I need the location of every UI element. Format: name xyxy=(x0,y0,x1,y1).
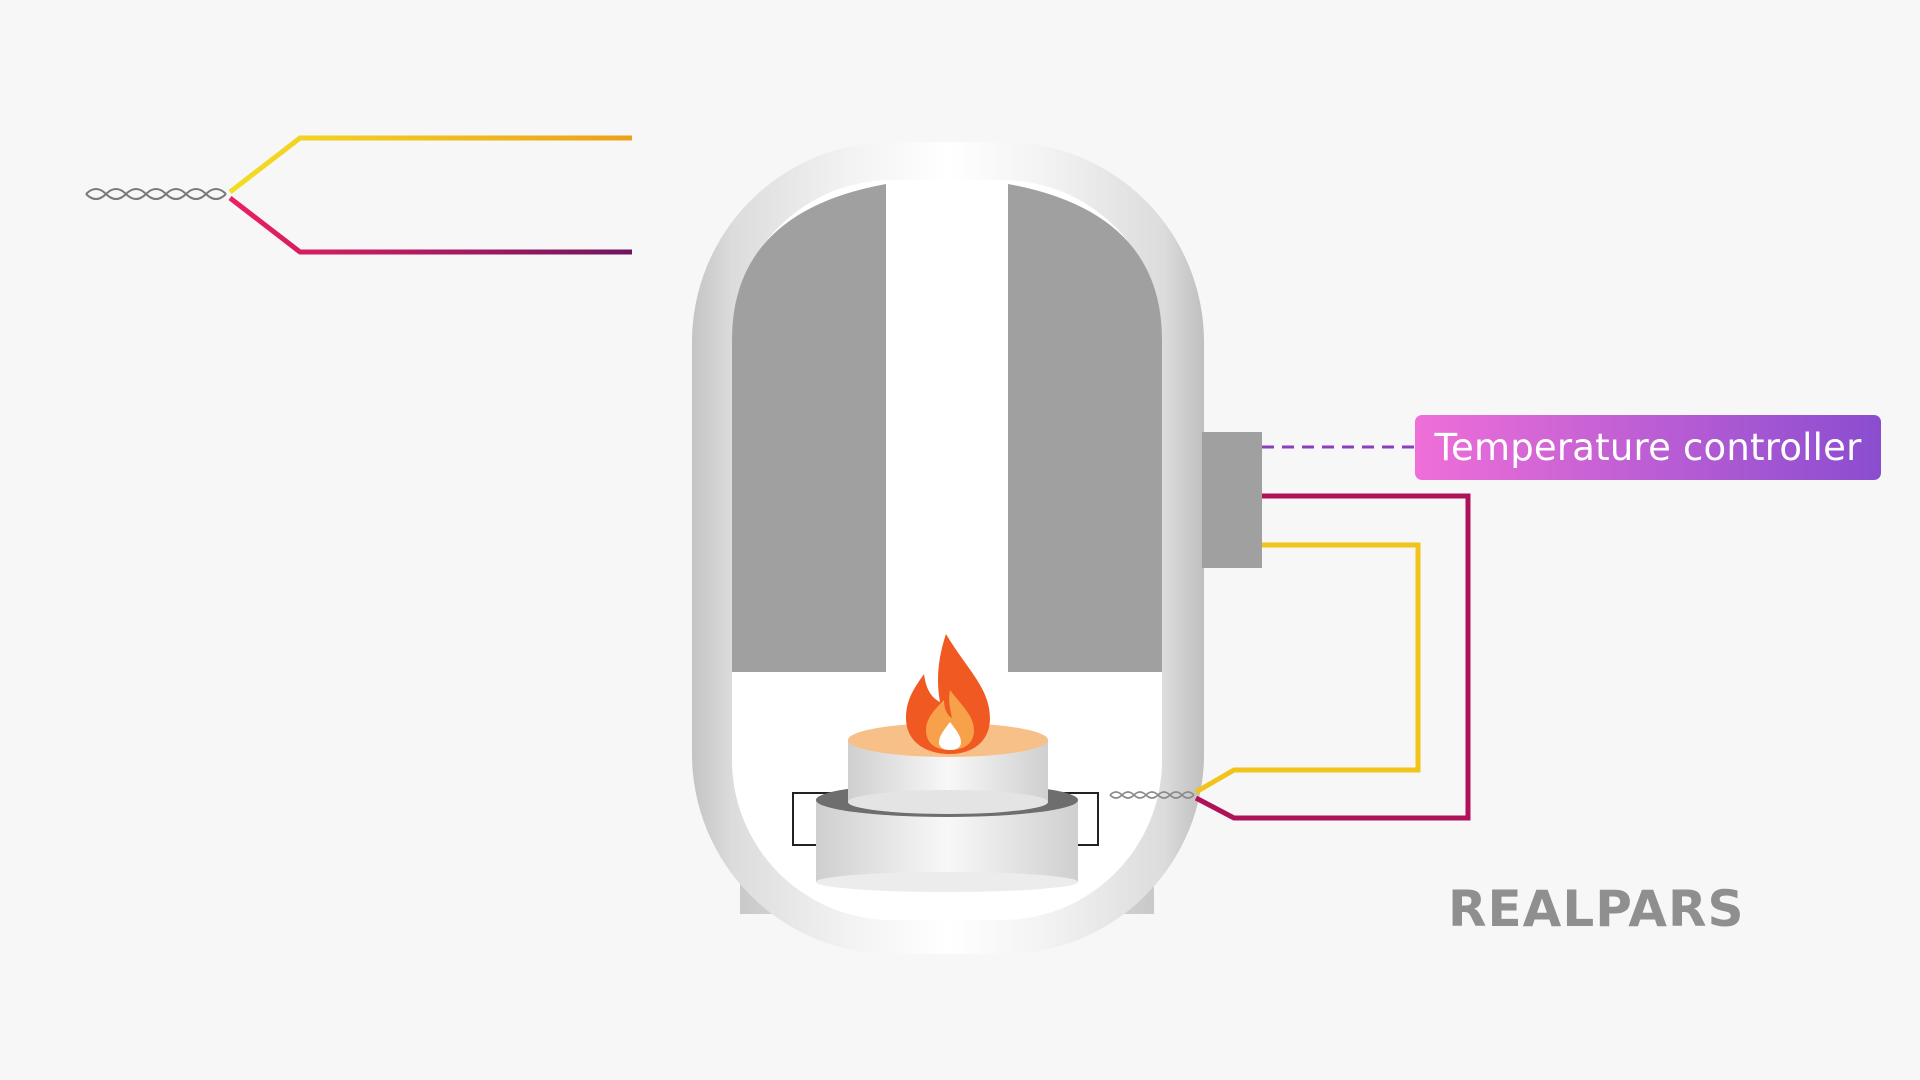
twisted-wire-icon xyxy=(85,188,227,200)
flame-icon xyxy=(906,634,990,754)
temperature-controller-label: Temperature controller xyxy=(1415,415,1881,480)
svg-text:REALPARS: REALPARS xyxy=(1448,880,1744,938)
insulation-left xyxy=(732,184,886,672)
lead-magenta-to-junction-box xyxy=(1194,493,1471,821)
crucible-bottom xyxy=(848,790,1048,814)
thermocouple-lead-negative xyxy=(228,196,632,255)
thermocouple-junction-icon xyxy=(1109,791,1195,799)
heater-cylinder-bottom xyxy=(816,872,1078,892)
insulation-right xyxy=(1008,184,1162,672)
thermocouple-lead-positive xyxy=(228,135,632,194)
realpars-logo: REALPARS xyxy=(1448,880,1744,938)
internal-thermocouple xyxy=(1109,493,1471,821)
thermocouple-probe xyxy=(85,135,632,255)
junction-box xyxy=(1202,432,1262,568)
crucible-assembly xyxy=(792,634,1099,892)
lead-yellow-to-junction-box xyxy=(1194,542,1421,795)
